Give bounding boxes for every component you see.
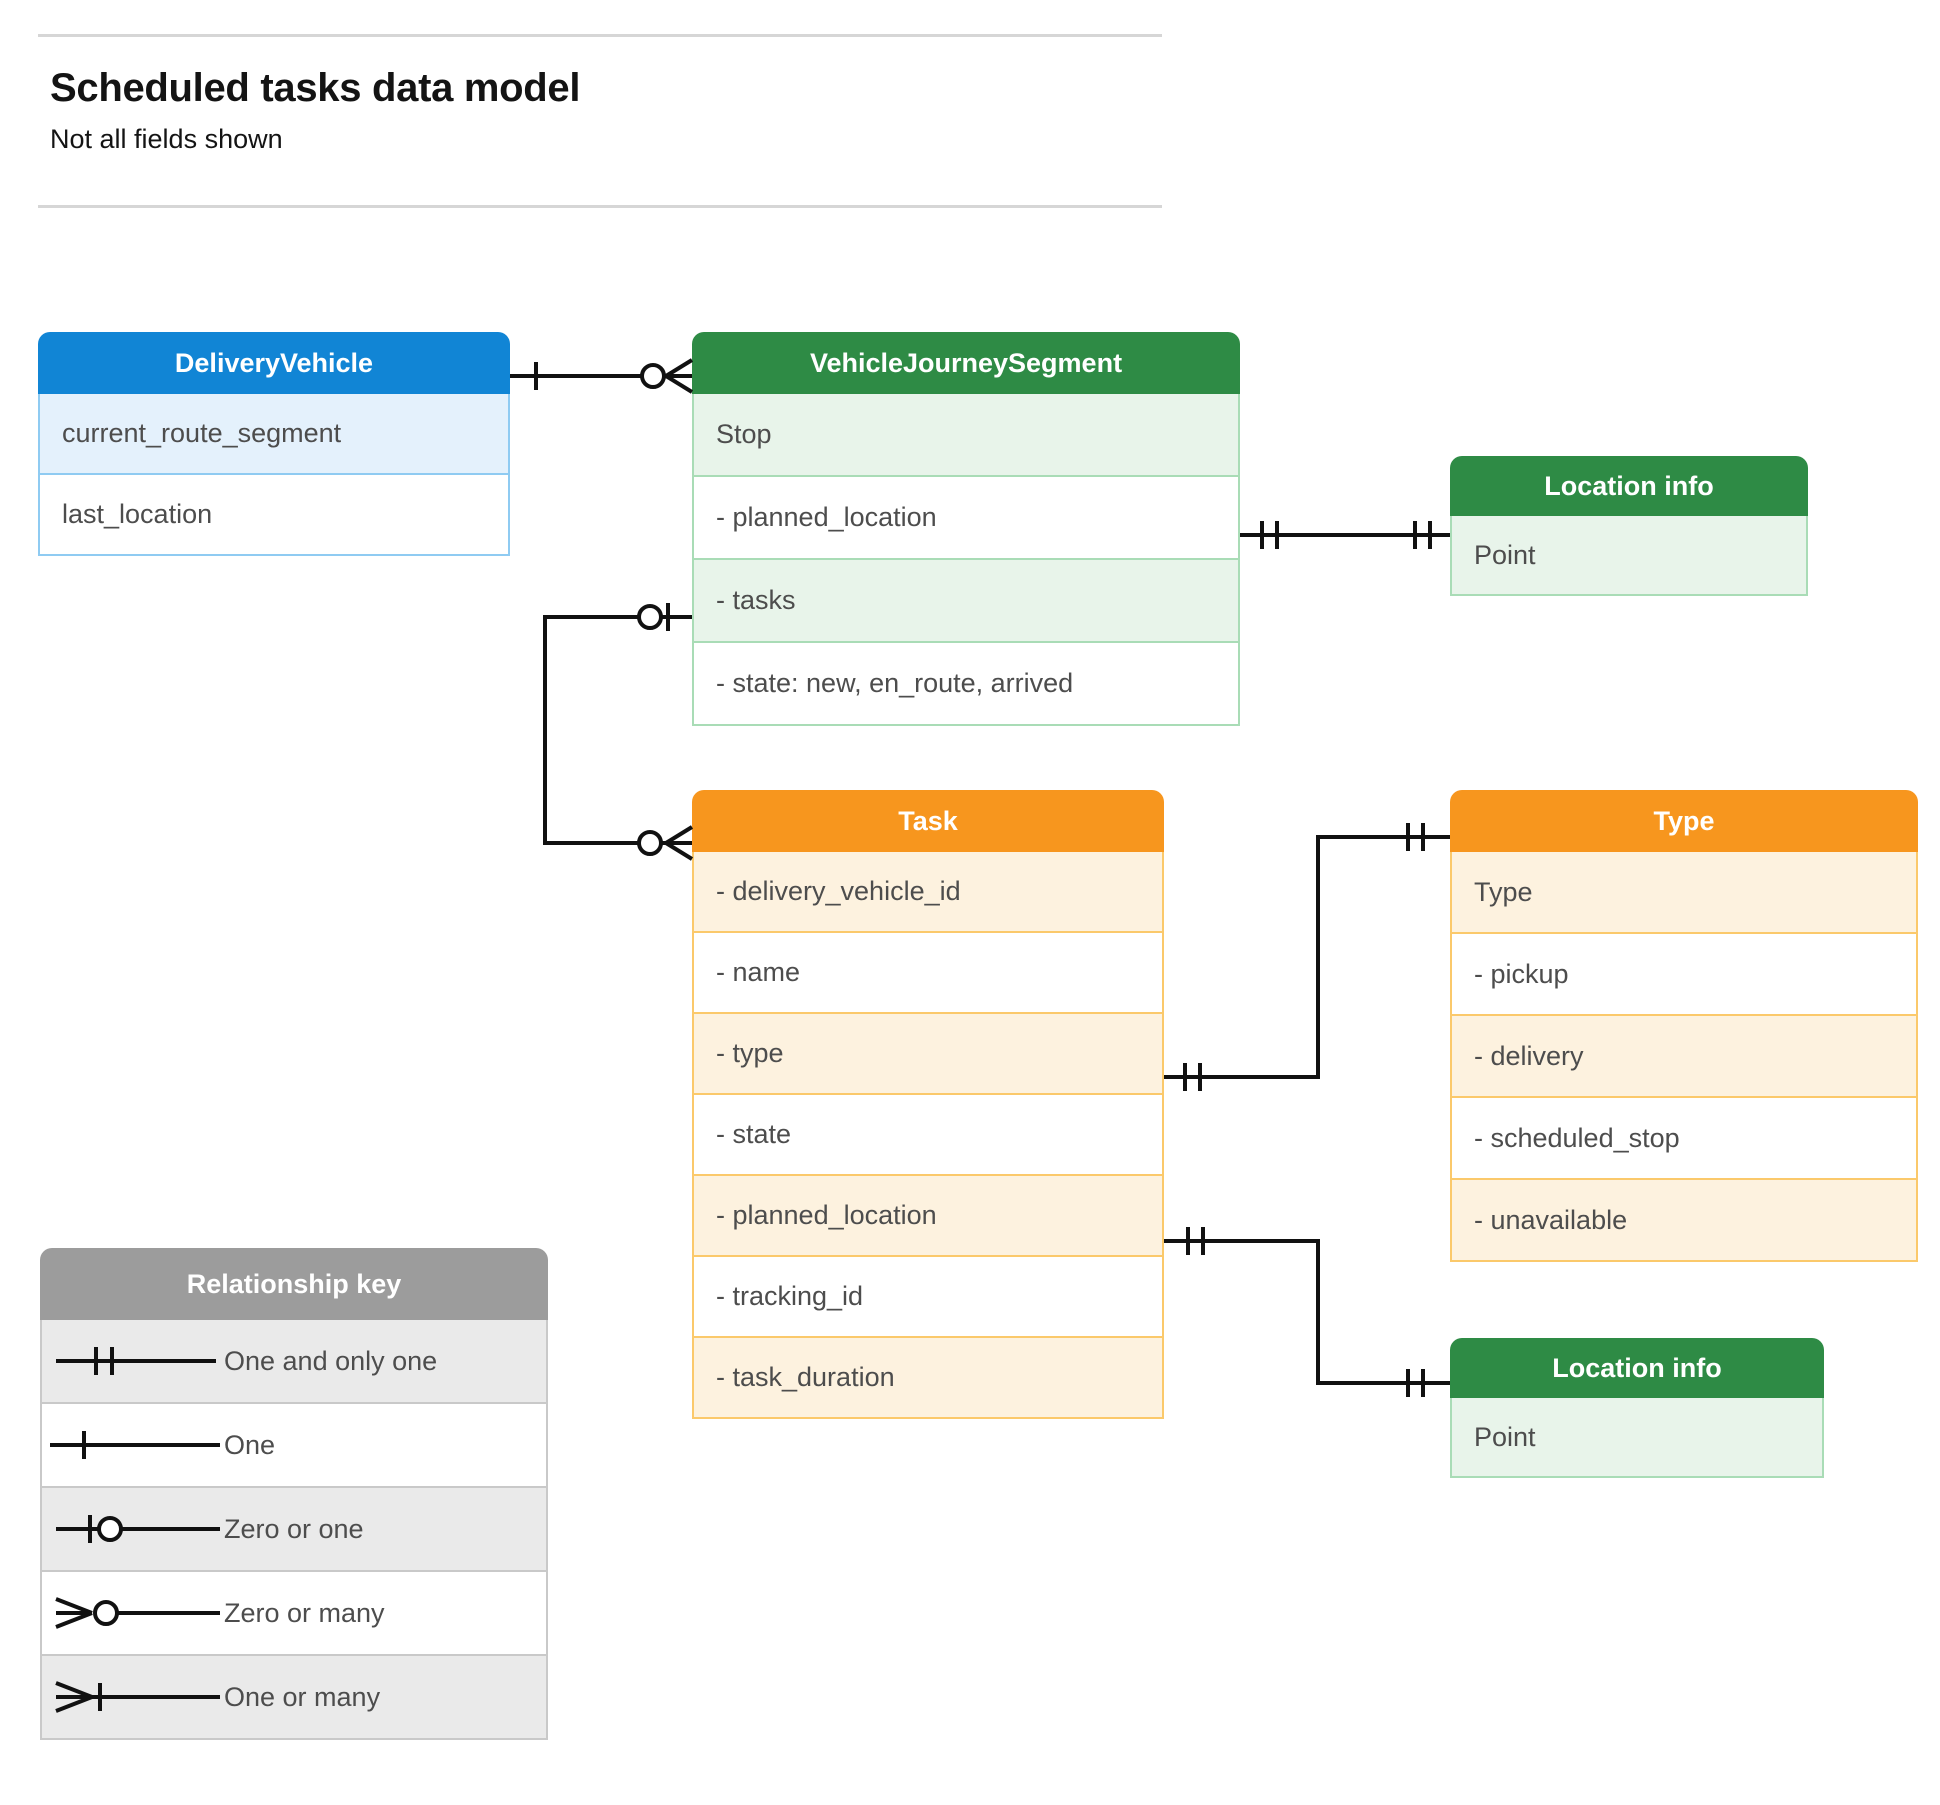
legend-item-label: Zero or many bbox=[224, 1597, 385, 1628]
legend-item: One or many bbox=[40, 1656, 548, 1740]
field-row: current_route_segment bbox=[38, 394, 510, 475]
field-row: - state: new, en_route, arrived bbox=[692, 643, 1240, 726]
entity-title-vehicle-journey-segment: VehicleJourneySegment bbox=[692, 332, 1240, 394]
entity-delivery-vehicle[interactable]: DeliveryVehicle current_route_segment la… bbox=[38, 332, 510, 556]
entity-task[interactable]: Task - delivery_vehicle_id - name - type… bbox=[692, 790, 1164, 1419]
entity-title-task: Task bbox=[692, 790, 1164, 852]
legend-item-label: Zero or one bbox=[224, 1513, 364, 1544]
field-row: - unavailable bbox=[1450, 1180, 1918, 1262]
field-row: - name bbox=[692, 933, 1164, 1014]
legend-title: Relationship key bbox=[40, 1248, 548, 1320]
legend-item: Zero or one bbox=[40, 1488, 548, 1572]
entity-title-type: Type bbox=[1450, 790, 1918, 852]
field-row: Point bbox=[1450, 1398, 1824, 1478]
field-row: - task_duration bbox=[692, 1338, 1164, 1419]
page-title: Scheduled tasks data model bbox=[50, 66, 581, 110]
field-row: - tracking_id bbox=[692, 1257, 1164, 1338]
legend-item-label: One bbox=[224, 1429, 276, 1460]
field-row: - scheduled_stop bbox=[1450, 1098, 1918, 1180]
legend-item: One and only one bbox=[40, 1320, 548, 1404]
field-row: - pickup bbox=[1450, 934, 1918, 1016]
one-icon bbox=[42, 1404, 224, 1486]
connector-task-locationinfo-bottom bbox=[1164, 1227, 1450, 1397]
field-row: - delivery bbox=[1450, 1016, 1918, 1098]
header-divider-bottom bbox=[38, 205, 1162, 208]
field-row: Point bbox=[1450, 516, 1808, 596]
connector-deliveryvehicle-vehiclejourneysegment bbox=[510, 358, 694, 394]
legend-item-label: One or many bbox=[224, 1681, 381, 1712]
entity-location-info-top[interactable]: Location info Point bbox=[1450, 456, 1808, 596]
page-subtitle: Not all fields shown bbox=[50, 124, 283, 154]
legend-relationship-key[interactable]: Relationship key One and only one One bbox=[40, 1248, 548, 1740]
connector-vjs-locationinfo-top bbox=[1240, 521, 1450, 549]
field-row: - tasks bbox=[692, 560, 1240, 643]
field-row: - state bbox=[692, 1095, 1164, 1176]
entity-title-location-info-top: Location info bbox=[1450, 456, 1808, 516]
zero-or-many-icon bbox=[42, 1572, 224, 1654]
field-row: Stop bbox=[692, 394, 1240, 477]
field-row: - type bbox=[692, 1014, 1164, 1095]
field-row: - planned_location bbox=[692, 477, 1240, 560]
field-row: - delivery_vehicle_id bbox=[692, 852, 1164, 933]
connector-task-type bbox=[1164, 823, 1450, 1091]
field-row: Type bbox=[1450, 852, 1918, 934]
connector-vjs-tasks-task bbox=[543, 603, 694, 861]
one-and-only-one-icon bbox=[42, 1320, 224, 1402]
header-divider-top bbox=[38, 34, 1162, 37]
zero-or-one-icon bbox=[42, 1488, 224, 1570]
legend-item: One bbox=[40, 1404, 548, 1488]
entity-title-delivery-vehicle: DeliveryVehicle bbox=[38, 332, 510, 394]
entity-title-location-info-bottom: Location info bbox=[1450, 1338, 1824, 1398]
entity-vehicle-journey-segment[interactable]: VehicleJourneySegment Stop - planned_loc… bbox=[692, 332, 1240, 726]
field-row: last_location bbox=[38, 475, 510, 556]
entity-type[interactable]: Type Type - pickup - delivery - schedule… bbox=[1450, 790, 1918, 1262]
field-row: - planned_location bbox=[692, 1176, 1164, 1257]
legend-item: Zero or many bbox=[40, 1572, 548, 1656]
legend-item-label: One and only one bbox=[224, 1345, 438, 1376]
one-or-many-icon bbox=[42, 1656, 224, 1738]
entity-location-info-bottom[interactable]: Location info Point bbox=[1450, 1338, 1824, 1478]
